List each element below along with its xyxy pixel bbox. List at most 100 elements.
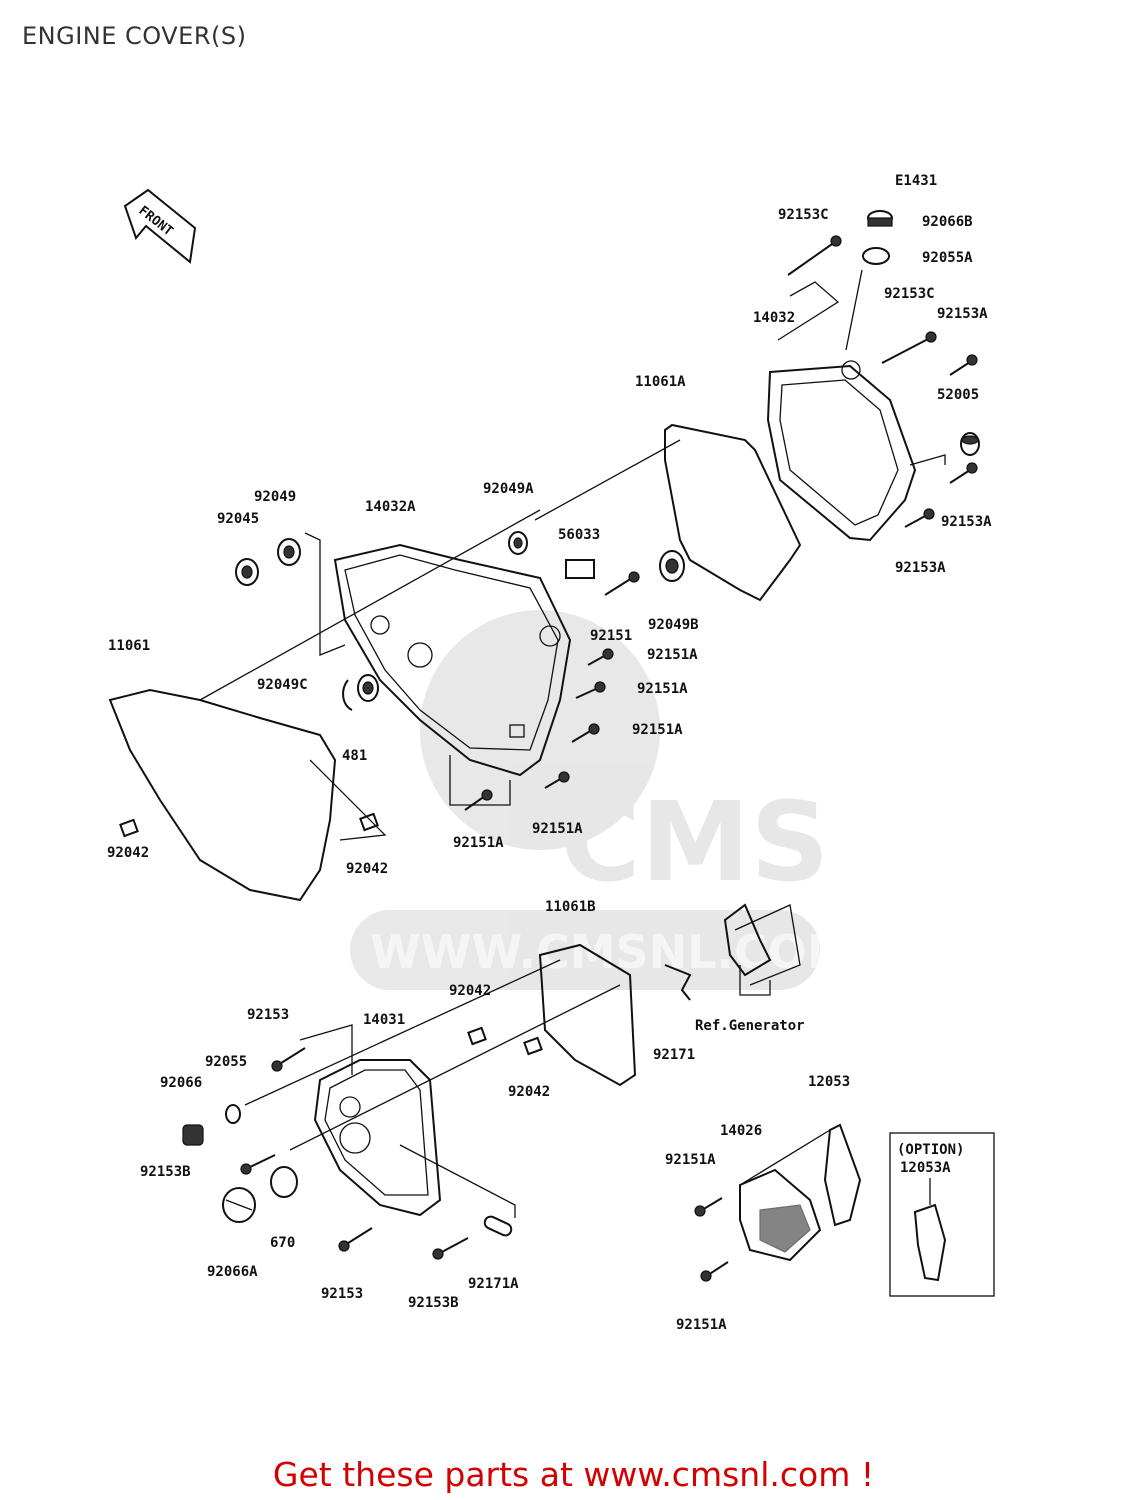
part-label: 14031 xyxy=(363,1012,405,1028)
cap-92066A xyxy=(222,1187,256,1223)
dowel-92042-left xyxy=(119,818,139,838)
part-label: 56033 xyxy=(558,527,600,543)
part-label: 92151A xyxy=(453,835,504,851)
part-label: 12053 xyxy=(808,1074,850,1090)
guard-12053 xyxy=(823,1123,862,1227)
part-label: 92049B xyxy=(648,617,699,633)
option-box: (OPTION) 12053A xyxy=(889,1132,995,1297)
bolt-92153B-left xyxy=(240,1154,276,1175)
sprocket-cover-14026 xyxy=(739,1168,822,1262)
part-label: 92151A xyxy=(637,681,688,697)
bearing-92049B xyxy=(659,550,685,582)
leader-line xyxy=(399,1144,516,1218)
part-label: 670 xyxy=(270,1235,295,1251)
dowel-92042-b2 xyxy=(523,1036,543,1056)
part-label: 11061B xyxy=(545,899,596,915)
bolt-92151A-2 xyxy=(575,681,606,699)
part-label: 92153B xyxy=(408,1295,459,1311)
front-arrow-icon: FRONT xyxy=(123,188,197,264)
part-label: 92171 xyxy=(653,1047,695,1063)
part-label: 92153C xyxy=(884,286,935,302)
dowel-92042-mid xyxy=(359,812,379,832)
bolt-92153A-3 xyxy=(904,508,935,528)
bearing-92049 xyxy=(277,538,301,566)
part-label: 11061A xyxy=(635,374,686,390)
bearing-92045 xyxy=(235,558,259,586)
part-label: 92153C xyxy=(778,207,829,223)
leader-line xyxy=(244,959,561,1106)
part-label: 92042 xyxy=(346,861,388,877)
bolt-92153-top xyxy=(271,1047,306,1072)
clamp-92171A xyxy=(483,1215,513,1237)
o-ring-92055A xyxy=(862,247,890,265)
bolt-92151A-3 xyxy=(571,723,600,743)
watermark-url: WWW.CMSNL.COM xyxy=(370,925,853,979)
part-label: 92055 xyxy=(205,1054,247,1070)
bolt-92153A-1 xyxy=(949,354,978,376)
part-label: 92151A xyxy=(532,821,583,837)
leader-line xyxy=(845,269,863,351)
part-label: 92153 xyxy=(247,1007,289,1023)
part-label: 92042 xyxy=(508,1084,550,1100)
part-label: 52005 xyxy=(937,387,979,403)
seal-52005 xyxy=(960,432,980,456)
part-label: 14026 xyxy=(720,1123,762,1139)
part-label: 14032A xyxy=(365,499,416,515)
part-label: 92066A xyxy=(207,1264,258,1280)
part-label: 92153A xyxy=(895,560,946,576)
leader-line xyxy=(299,1024,353,1075)
bolt-92151A-b2 xyxy=(700,1261,729,1282)
clutch-cover-14032 xyxy=(766,360,917,542)
plug-92066 xyxy=(182,1124,204,1146)
bolt-92153A-2 xyxy=(949,462,978,484)
footer-promo-text[interactable]: Get these parts at www.cmsnl.com ! xyxy=(272,1455,875,1494)
part-label: 92049A xyxy=(483,481,534,497)
part-label: Ref.Generator xyxy=(695,1018,805,1034)
leader-line xyxy=(739,1129,831,1186)
plug-92066B xyxy=(867,210,893,227)
bolt-92151A-b1 xyxy=(694,1197,723,1217)
part-label: 92042 xyxy=(107,845,149,861)
cover-14032A xyxy=(333,543,572,777)
bolt-92151A-5 xyxy=(544,771,570,789)
gasket-11061 xyxy=(108,688,337,902)
part-label: 92153A xyxy=(941,514,992,530)
part-label: 92049C xyxy=(257,677,308,693)
bolt-92151 xyxy=(604,571,640,596)
part-label: 92151A xyxy=(665,1152,716,1168)
gasket-11061B xyxy=(538,943,637,1087)
diagram-code: E1431 xyxy=(895,173,937,189)
leader-line xyxy=(739,965,771,996)
exploded-parts-diagram: CMS WWW.CMSNL.COM E1431 FRONT xyxy=(107,173,995,1333)
o-ring-92055 xyxy=(225,1104,241,1124)
bolt-92153B-bottom xyxy=(432,1237,469,1260)
part-labels: 92153C 92066B 92055A 92153C 92153A 14032… xyxy=(107,207,992,1333)
leader-line xyxy=(309,759,387,841)
option-part: 12053A xyxy=(900,1160,951,1176)
part-label: 14032 xyxy=(753,310,795,326)
bearing-92049C xyxy=(357,674,379,702)
part-label: 481 xyxy=(342,748,367,764)
cover-14031 xyxy=(313,1059,442,1217)
part-label: 92042 xyxy=(449,983,491,999)
leader-line xyxy=(909,454,946,466)
guard-12053A xyxy=(913,1203,947,1282)
bolt-92153-bottom xyxy=(338,1227,373,1252)
part-label: 92151A xyxy=(632,722,683,738)
part-label: 92153B xyxy=(140,1164,191,1180)
o-ring-670 xyxy=(270,1166,298,1198)
gasket-11061A xyxy=(664,423,802,602)
part-label: 92066 xyxy=(160,1075,202,1091)
watermark-logo: CMS xyxy=(350,610,829,990)
part-label: 92055A xyxy=(922,250,973,266)
option-title: (OPTION) xyxy=(897,1142,964,1158)
page-title: ENGINE COVER(S) xyxy=(22,22,247,50)
part-label: 92066B xyxy=(922,214,973,230)
leader-line xyxy=(534,439,681,521)
part-label: 92171A xyxy=(468,1276,519,1292)
bolt-92153C-right xyxy=(881,331,937,364)
part-label: 92153 xyxy=(321,1286,363,1302)
watermark-brand: CMS xyxy=(560,778,829,906)
part-label: 92045 xyxy=(217,511,259,527)
dowel-92042-b1 xyxy=(467,1026,487,1046)
